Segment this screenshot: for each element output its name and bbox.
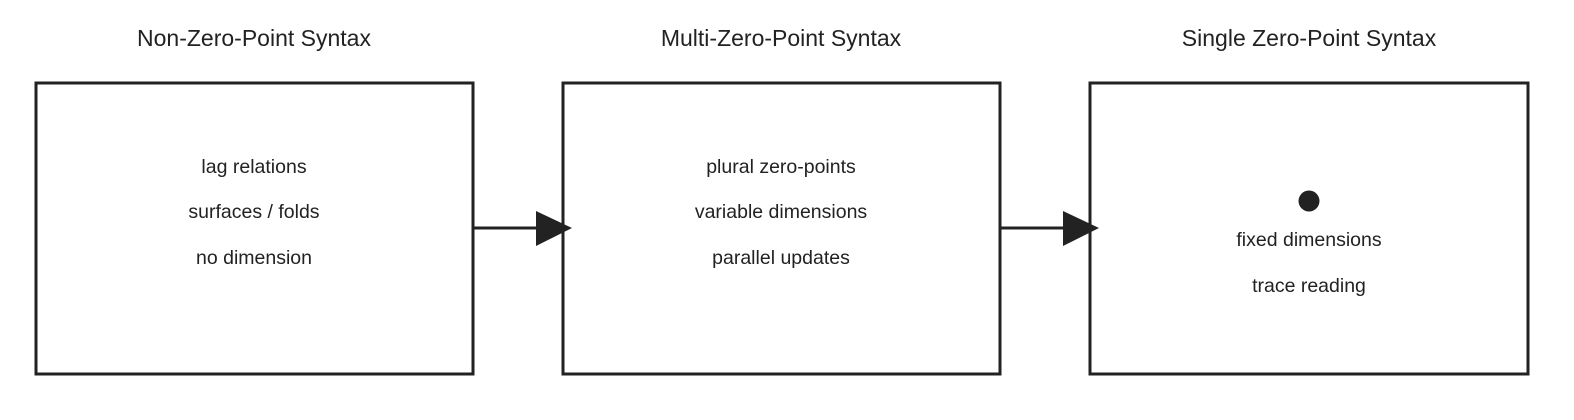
- stage-line: variable dimensions: [695, 201, 868, 223]
- stage-line: fixed dimensions: [1236, 229, 1381, 251]
- stage-box: [34, 81, 475, 376]
- zero-point-dot: [1298, 190, 1320, 212]
- stage-title: Multi-Zero-Point Syntax: [661, 25, 902, 51]
- stage-title: Single Zero-Point Syntax: [1182, 25, 1437, 51]
- stage-box: [1088, 81, 1530, 376]
- arrow-head: [536, 211, 572, 246]
- stage-line: no dimension: [196, 247, 312, 269]
- stage-line: parallel updates: [712, 247, 850, 269]
- stage-line: lag relations: [201, 156, 306, 178]
- stage-line: surfaces / folds: [188, 201, 319, 223]
- stage-line: trace reading: [1252, 275, 1366, 297]
- arrow-head: [1063, 211, 1099, 246]
- stage-line: plural zero-points: [706, 156, 856, 178]
- stage-title: Non-Zero-Point Syntax: [137, 25, 371, 51]
- stage-box: [561, 81, 1002, 376]
